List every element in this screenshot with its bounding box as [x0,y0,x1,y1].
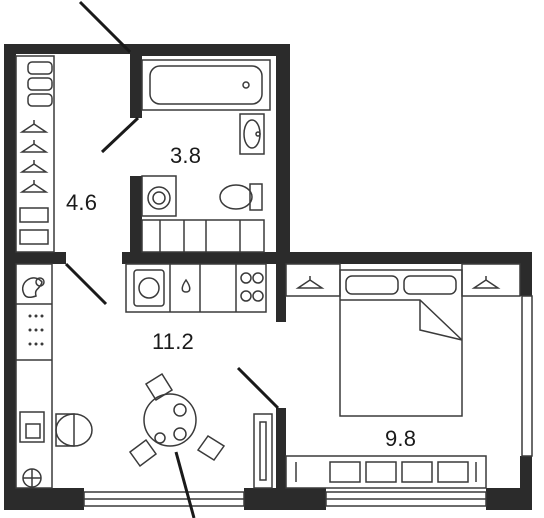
area-label-hallway: 4.6 [66,190,98,215]
door-entrance [78,0,132,54]
kitchen-counter [125,263,267,313]
area-label-bedroom: 9.8 [385,426,417,451]
window-bedroom-right [521,295,533,457]
wall-outer-top-bedroom [276,252,532,264]
doors [64,0,280,518]
area-label-bathroom: 3.8 [170,143,202,168]
bedroom-wardrobe-top [285,263,521,297]
toilet [219,183,263,211]
tv-unit [253,413,273,489]
walls [4,44,532,510]
area-label-kitchen-living: 11.2 [152,329,194,354]
windows [83,295,533,507]
door-hall [64,262,108,306]
wall-outer-bottom-right [486,488,532,510]
kitchen-left-cabinets [15,263,93,489]
bathroom-shelf [141,219,265,253]
appliance-icon [21,277,43,299]
dining-set [128,372,226,468]
cooktop [240,272,264,302]
wall-outer-left [4,44,16,510]
kitchen-sink [133,269,165,307]
wall-hall-stub [16,252,66,264]
wall-bath-left-upper [130,44,142,118]
bed [339,269,463,417]
wall-outer-right-bath [276,44,290,262]
wall-kitchen-bedroom-lower [276,408,286,510]
door-balcony [174,451,196,518]
door-bathroom [100,116,140,154]
bathtub [141,59,271,111]
wall-outer-bottom-left [4,488,84,510]
bathroom-sink [239,113,265,155]
wall-bath-left-lower [130,176,142,262]
control-dots [28,314,44,346]
water-drop-icon [181,278,191,293]
wall-outer-top-bath [130,44,290,56]
washing-machine [141,175,177,217]
wall-outer-right-upper [520,252,532,296]
wall-outer-top-hall [4,44,130,54]
bedroom-dresser [285,455,487,489]
wall-kitchen-bedroom-upper [276,252,286,322]
wall-bath-bottom [122,252,290,264]
wardrobe-hallway [15,55,55,253]
door-bedroom [236,366,280,410]
